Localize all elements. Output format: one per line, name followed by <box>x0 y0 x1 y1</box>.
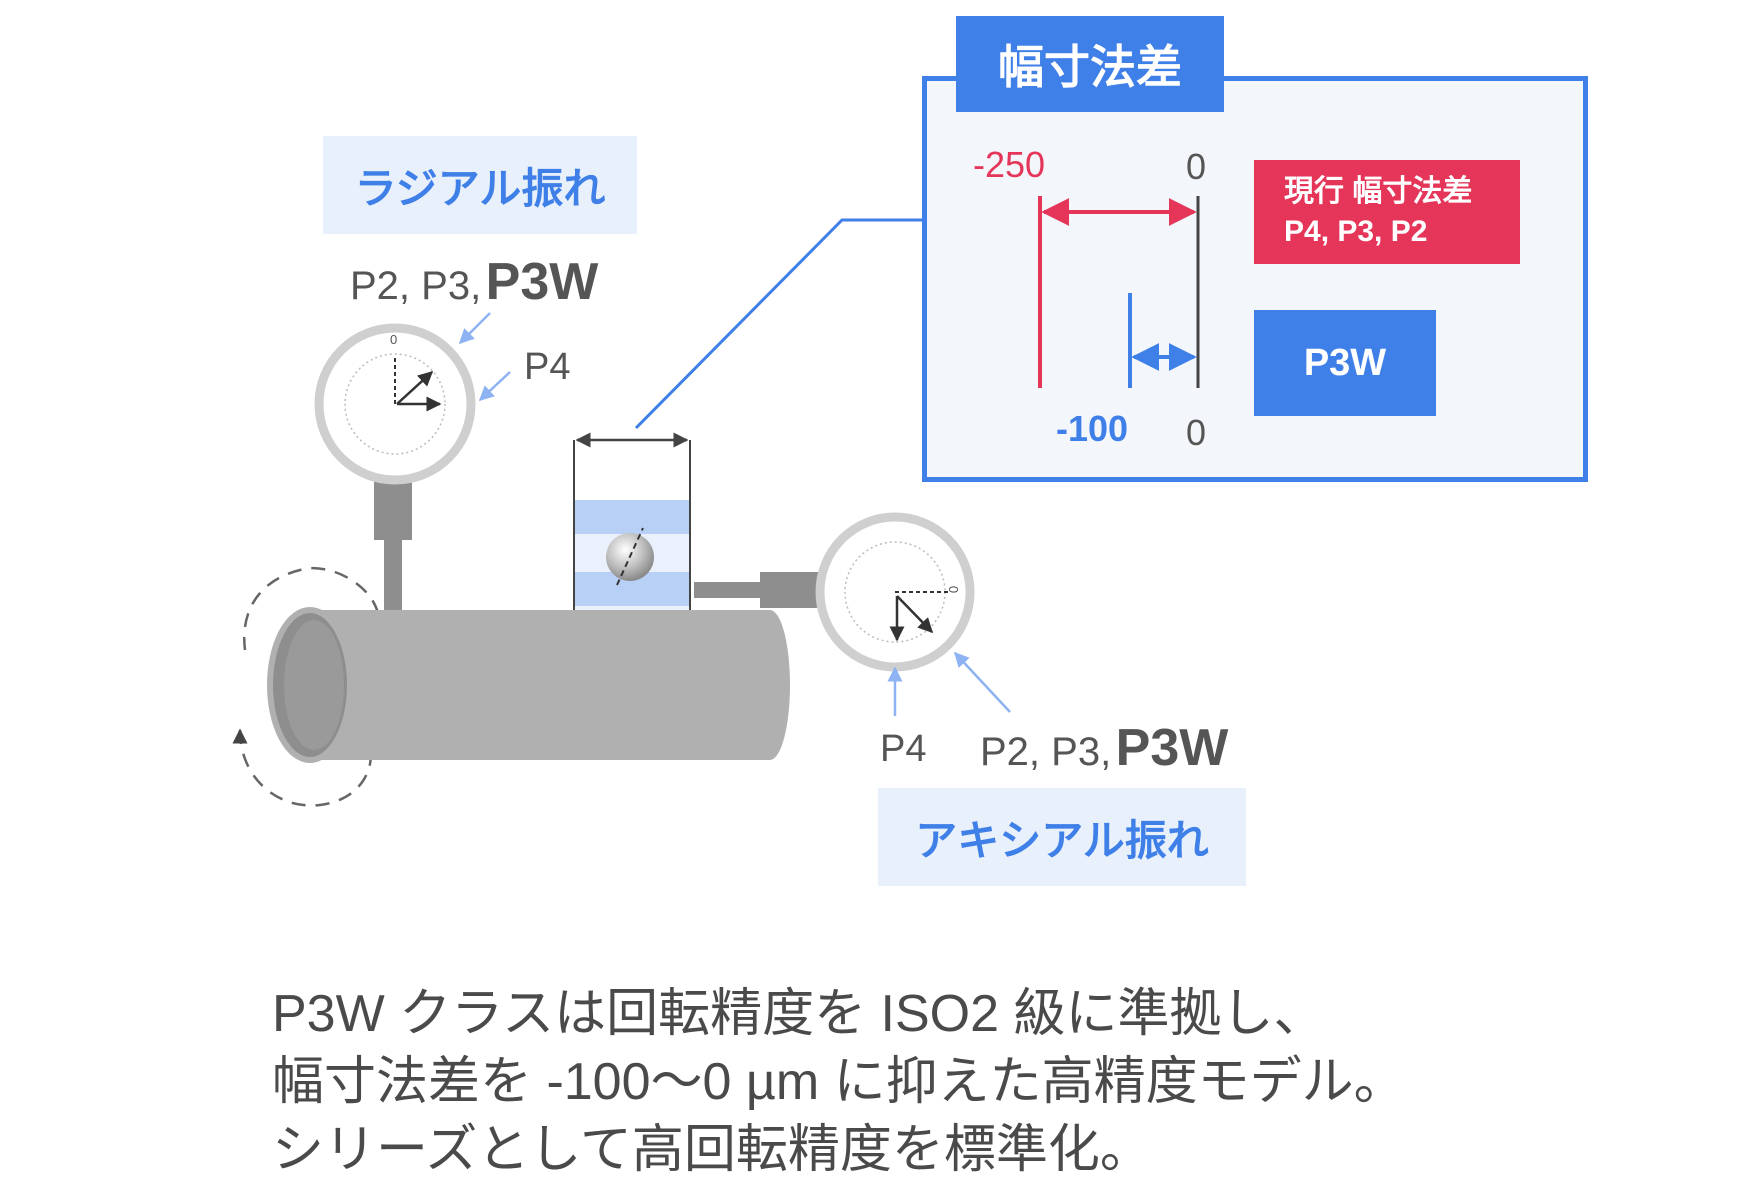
bearing <box>573 440 691 610</box>
leader-line <box>634 218 922 430</box>
radial-dial-zero: 0 <box>390 332 398 347</box>
width-tolerance-panel <box>922 76 1588 482</box>
caption-line-3: シリーズとして高回転精度を標準化。 <box>272 1121 1152 1179</box>
rotation-arrow <box>232 566 389 807</box>
radial-dial-gauge <box>314 323 476 610</box>
axial-class-p3w: P3W <box>1115 719 1229 777</box>
width-tolerance-title: 幅寸法差 <box>956 16 1224 112</box>
p3w-badge: P3W <box>1254 310 1436 416</box>
caption: P3W クラスは回転精度を ISO2 級に準拠し、 幅寸法差を -100〜0 µ… <box>272 980 1406 1184</box>
radial-runout-title: ラジアル振れ <box>323 136 637 234</box>
radial-p4-label: P4 <box>524 346 571 388</box>
axial-classes-prefix: P2, P3, <box>980 730 1112 774</box>
current-range-min-label: -250 <box>973 144 1046 185</box>
axial-p4-label: P4 <box>880 728 927 770</box>
radial-classes: P2, P3, P3W <box>350 252 598 312</box>
current-badge-line1: 現行 幅寸法差 <box>1284 175 1473 208</box>
caption-line-1: P3W クラスは回転精度を ISO2 級に準拠し、 <box>272 985 1326 1043</box>
axial-classes: P2, P3, P3W <box>980 718 1228 778</box>
shaft <box>267 607 790 763</box>
axial-dial-gauge <box>694 512 975 672</box>
current-range-max-label: 0 <box>1186 146 1207 187</box>
caption-line-2: 幅寸法差を -100〜0 µm に抑えた高精度モデル。 <box>272 1053 1406 1111</box>
current-badge-line2: P4, P3, P2 <box>1284 215 1428 248</box>
radial-classes-prefix: P2, P3, <box>350 264 482 308</box>
current-tolerance-badge: 現行 幅寸法差 P4, P3, P2 <box>1254 160 1520 264</box>
radial-class-p3w: P3W <box>485 253 599 311</box>
axial-runout-title: アキシアル振れ <box>878 788 1246 886</box>
pointer-arrows <box>458 312 1011 716</box>
p3w-range-max-label: 0 <box>1186 412 1207 453</box>
p3w-range-min-label: -100 <box>1056 408 1129 449</box>
